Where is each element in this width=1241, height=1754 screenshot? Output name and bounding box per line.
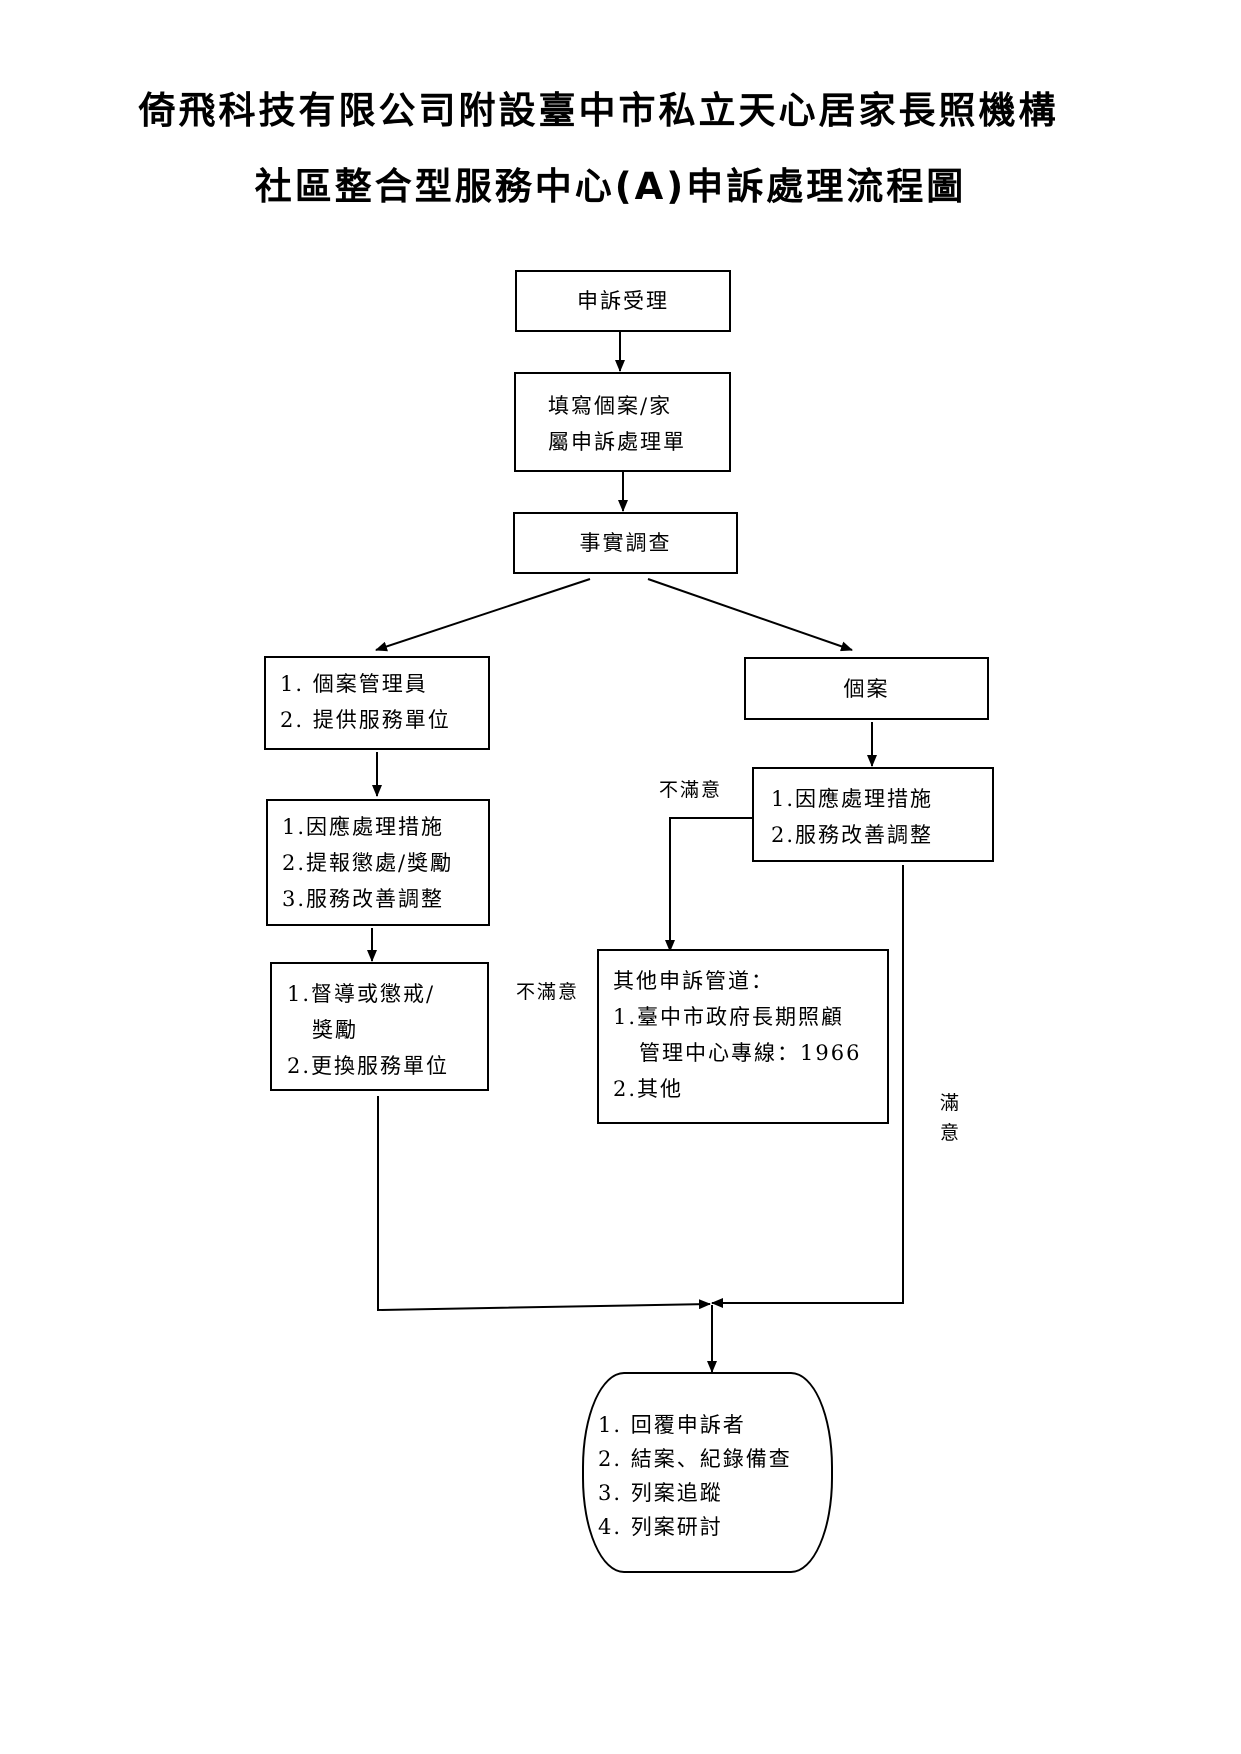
label-unsatisfied-left: 不滿意	[516, 981, 580, 1003]
node-line: 1.因應處理措施	[282, 815, 445, 839]
node-line: 2.更換服務單位	[287, 1054, 450, 1078]
node-line: 屬申訴處理單	[548, 430, 686, 454]
node-line: 3.服務改善調整	[282, 887, 445, 911]
label-unsatisfied-top: 不滿意	[659, 779, 723, 801]
node-line: 4. 列案研討	[598, 1515, 723, 1539]
node-supervise-replace: 1.督導或懲戒/ 獎勵 2.更換服務單位	[270, 962, 489, 1091]
node-line: 2. 結案、紀錄備查	[598, 1447, 792, 1471]
node-line: 2.服務改善調整	[771, 823, 934, 847]
node-line: 2.提報懲處/獎勵	[282, 851, 454, 875]
title-line-1: 倚飛科技有限公司附設臺中市私立天心居家長照機構	[138, 89, 1059, 132]
node-line: 2.其他	[613, 1077, 684, 1101]
arrow-unsatisfied-to-other	[665, 817, 752, 952]
label-satisfied: 滿 意	[940, 1088, 961, 1148]
line-satisfied-to-merge	[711, 865, 904, 1308]
line-supervise-to-merge	[377, 1096, 711, 1312]
arrow-investigate-to-manager	[375, 578, 591, 652]
node-right-measures: 1.因應處理措施 2.服務改善調整	[752, 767, 994, 862]
node-line: 其他申訴管道：	[613, 969, 774, 993]
node-final-actions: 1. 回覆申訴者 2. 結案、紀錄備查 3. 列案追蹤 4. 列案研討	[582, 1372, 833, 1573]
node-fact-investigation: 事實調查	[513, 512, 738, 574]
node-line: 填寫個案/家	[548, 394, 673, 418]
node-left-measures: 1.因應處理措施 2.提報懲處/獎勵 3.服務改善調整	[266, 799, 490, 926]
node-label: 事實調查	[579, 531, 672, 555]
title-line-2: 社區整合型服務中心(A)申訴處理流程圖	[254, 165, 967, 208]
node-line: 1.督導或懲戒/	[287, 982, 436, 1006]
node-complaint-received: 申訴受理	[515, 270, 731, 332]
node-fill-form: 填寫個案/家 屬申訴處理單	[514, 372, 731, 472]
node-other-channels: 其他申訴管道： 1.臺中市政府長期照顧 管理中心專線：1966 2.其他	[597, 949, 889, 1124]
node-manager-unit: 1. 個案管理員 2. 提供服務單位	[264, 656, 490, 750]
node-line: 管理中心專線：1966	[639, 1041, 862, 1065]
arrow-investigate-to-individual	[647, 578, 853, 652]
node-line: 1.臺中市政府長期照顧	[613, 1005, 845, 1029]
node-line: 1. 個案管理員	[280, 672, 428, 696]
node-line: 獎勵	[312, 1018, 358, 1042]
node-individual: 個案	[744, 657, 989, 720]
node-label: 申訴受理	[577, 289, 669, 313]
label-char: 滿	[940, 1092, 962, 1114]
label-char: 意	[940, 1122, 962, 1144]
node-line: 3. 列案追蹤	[598, 1481, 723, 1505]
node-line: 1.因應處理措施	[771, 787, 934, 811]
node-line: 1. 回覆申訴者	[598, 1413, 746, 1437]
node-label: 個案	[843, 676, 890, 701]
node-line: 2. 提供服務單位	[280, 708, 451, 732]
